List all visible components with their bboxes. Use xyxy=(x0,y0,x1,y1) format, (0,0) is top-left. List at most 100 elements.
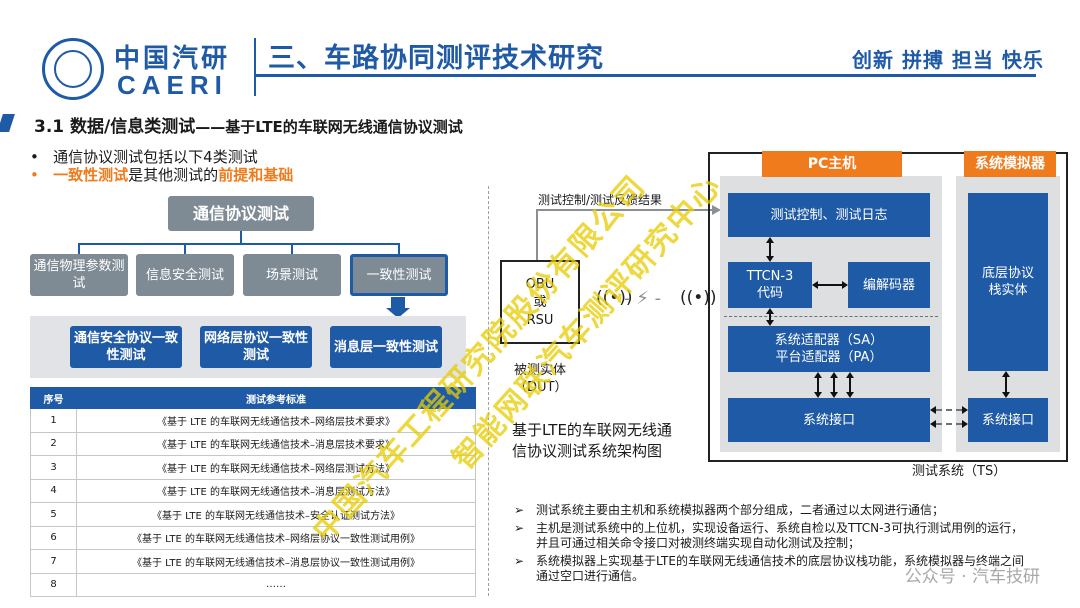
layer-separator xyxy=(724,316,938,317)
column-divider xyxy=(488,186,489,596)
block-sim-system-interface: 系统接口 xyxy=(968,398,1048,442)
logo-english-name: CAERI xyxy=(117,70,228,100)
note-text: 测试系统主要由主机和系统模拟器两个部分组成，二者通过以太网进行通信； xyxy=(536,503,945,517)
arrow-down-icon xyxy=(1002,392,1010,398)
arrow-down-icon xyxy=(766,256,774,262)
row-index: 8 xyxy=(30,572,77,597)
table-row: 4《基于 LTE 的车联网无线通信技术–消息层测试方法》 xyxy=(30,478,476,503)
arrow-left-icon xyxy=(930,406,936,414)
architecture-caption: 基于LTE的车联网无线通 信协议测试系统架构图 xyxy=(512,420,672,462)
tree-connector xyxy=(291,243,293,254)
caption-line1: 基于LTE的车联网无线通 xyxy=(512,421,672,439)
row-standard: 《基于 LTE 的车联网无线通信技术–网络层协议一致性测试用例》 xyxy=(76,525,476,550)
antenna-icon: ((•)) xyxy=(596,288,633,308)
section-heading: 3.1 数据/信息类测试——基于LTE的车联网无线通信协议测试 xyxy=(34,112,463,137)
bullet-text: 是其他测试的 xyxy=(128,166,219,184)
standards-table: 序号 测试参考标准 1《基于 LTE 的车联网无线通信技术–网络层技术要求》 2… xyxy=(30,387,476,597)
ttcn-line2: 代码 xyxy=(756,286,783,301)
row-standard: 《基于 LTE 的车联网无线通信技术–消息层协议一致性测试用例》 xyxy=(76,549,476,574)
subtest-message-layer: 消息层一致性测试 xyxy=(330,326,442,368)
tree-node-info-security: 信息安全测试 xyxy=(136,254,234,296)
arrow-up-icon xyxy=(814,372,822,378)
section-marker xyxy=(0,114,15,132)
arrow-up-icon xyxy=(846,372,854,378)
tree-connector xyxy=(240,231,242,243)
pa-label: 平台适配器（PA） xyxy=(775,350,883,365)
down-arrow-shaft xyxy=(391,297,405,309)
tree-connector xyxy=(78,243,400,245)
list-item: ➢系统模拟器上实现基于LTE的车联网无线通信技术的底层协议栈功能，系统模拟器与终… xyxy=(514,554,1034,584)
arrow-right-icon xyxy=(962,420,968,428)
tree-node-scenario: 场景测试 xyxy=(243,254,341,296)
dut-obu-rsu-box: OBU 或 RSU xyxy=(500,260,580,344)
block-protocol-stack: 底层协议 栈实体 xyxy=(968,193,1048,371)
page-title: 三、车路协同测评技术研究 xyxy=(268,43,604,74)
table-row: 8…… xyxy=(30,572,476,597)
tree-root-protocol-test: 通信协议测试 xyxy=(168,196,314,231)
notes-list: ➢ 测试系统主要由主机和系统模拟器两个部分组成，二者通过以太网进行通信； ➢主机是… xyxy=(514,503,1034,587)
bidirectional-arrow xyxy=(769,243,771,256)
table-header-row: 序号 测试参考标准 xyxy=(30,387,476,409)
subtest-security-protocol: 通信安全协议一致性测试 xyxy=(70,326,182,368)
note-text: 主机是测试系统中的上位机，实现设备运行、系统自检以及TTCN-3可执行测试用例的… xyxy=(536,521,1024,550)
row-index: 2 xyxy=(30,431,77,456)
control-arrow-line xyxy=(536,209,538,261)
block-codec: 编解码器 xyxy=(848,262,930,308)
dut-label: 被测实体 （DUT） xyxy=(514,362,567,396)
bidirectional-arrow xyxy=(817,378,819,392)
list-item: ➢ 测试系统主要由主机和系统模拟器两个部分组成，二者通过以太网进行通信； xyxy=(514,503,1034,518)
slogan: 创新 拼搏 担当 快乐 xyxy=(852,48,1044,72)
row-index: 7 xyxy=(30,549,77,574)
dut-label-line1: 被测实体 xyxy=(514,363,567,378)
ethernet-link xyxy=(936,409,962,411)
rsu-label: RSU xyxy=(526,313,554,328)
subtest-network-layer: 网络层协议一致性测试 xyxy=(200,326,312,368)
bidirectional-arrow xyxy=(833,378,835,392)
arrow-right-icon xyxy=(842,281,848,289)
table-row: 1《基于 LTE 的车联网无线通信技术–网络层技术要求》 xyxy=(30,408,476,433)
wireless-signal-icon: - ⚡ - xyxy=(624,288,662,309)
row-index: 3 xyxy=(30,455,77,480)
row-index: 5 xyxy=(30,502,77,527)
arrow-up-icon xyxy=(830,372,838,378)
pc-host-header: PC主机 xyxy=(762,151,902,177)
table-row: 3《基于 LTE 的车联网无线通信技术–网络层测试方法》 xyxy=(30,455,476,480)
bullet-test-categories: • 通信协议测试包括以下4类测试 xyxy=(30,146,258,167)
antenna-icon: ((•)) xyxy=(680,288,717,308)
or-label: 或 xyxy=(533,295,547,310)
caption-line2: 信协议测试系统架构图 xyxy=(512,442,663,460)
bullet-highlight: 一致性测试 xyxy=(53,166,129,184)
block-ttcn3-code: TTCN-3 代码 xyxy=(728,262,812,308)
row-standard: 《基于 LTE 的车联网无线通信技术–安全认证测试方法》 xyxy=(76,502,476,527)
tree-connector xyxy=(78,243,80,254)
arrow-bullet-icon: ➢ xyxy=(514,503,525,517)
bullet-highlight-end: 前提和基础 xyxy=(218,166,294,184)
arrow-right-icon xyxy=(962,406,968,414)
row-index: 6 xyxy=(30,525,77,550)
tree-connector xyxy=(398,243,400,254)
bullet-conformance-basis: • 一致性测试是其他测试的前提和基础 xyxy=(30,164,293,185)
watermark-source: 公众号 · 汽车技研 xyxy=(904,567,1040,587)
ttcn-line1: TTCN-3 xyxy=(746,269,794,284)
tree-node-conformance: 一致性测试 xyxy=(350,254,448,296)
control-arrow-line xyxy=(538,209,714,211)
block-adapters: 系统适配器（SA） 平台适配器（PA） xyxy=(728,326,930,372)
ethernet-link xyxy=(936,423,962,425)
stack-line1: 底层协议 xyxy=(981,266,1034,281)
arrow-down-icon xyxy=(814,392,822,398)
arrow-left-icon xyxy=(930,420,936,428)
arrow-up-icon xyxy=(766,237,774,243)
block-test-control-log: 测试控制、测试日志 xyxy=(728,193,930,237)
dut-label-line2: （DUT） xyxy=(514,380,568,395)
caeri-logo-inner-ring xyxy=(54,50,92,88)
header-underline xyxy=(256,74,1036,77)
row-standard: 《基于 LTE 的车联网无线通信技术–网络层测试方法》 xyxy=(76,455,476,480)
arrow-down-icon xyxy=(846,392,854,398)
section-heading-sub: ——基于LTE的车联网无线通信协议测试 xyxy=(195,118,463,136)
bidirectional-arrow xyxy=(769,314,771,320)
header-divider xyxy=(254,38,256,96)
sa-label: 系统适配器（SA） xyxy=(774,333,884,348)
list-item: ➢主机是测试系统中的上位机，实现设备运行、系统自检以及TTCN-3可执行测试用例… xyxy=(514,521,1034,551)
table-row: 5《基于 LTE 的车联网无线通信技术–安全认证测试方法》 xyxy=(30,502,476,527)
arrow-up-icon xyxy=(1002,371,1010,377)
